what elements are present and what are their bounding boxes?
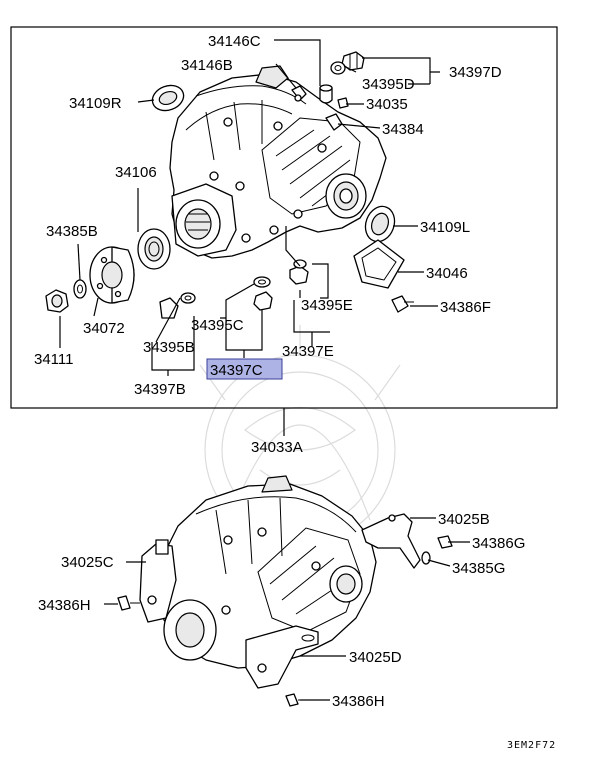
callout-34386h-left[interactable]: 34386H — [38, 597, 91, 614]
callout-34386h-bottom[interactable]: 34386H — [332, 693, 385, 710]
callout-34386g[interactable]: 34386G — [472, 535, 525, 552]
callout-34146c[interactable]: 34146C — [208, 33, 261, 50]
washer-34395d — [330, 61, 346, 75]
callout-34035[interactable]: 34035 — [366, 96, 408, 113]
callout-34385b[interactable]: 34385B — [46, 223, 98, 240]
plug-34397b — [159, 297, 179, 319]
callout-34397b[interactable]: 34397B — [134, 381, 186, 398]
bolt-34386h-left — [117, 595, 140, 611]
oil-seal-34109l — [364, 205, 396, 243]
callout-34025d[interactable]: 34025D — [349, 649, 402, 666]
callout-34397c[interactable]: 34397C — [210, 362, 263, 379]
callout-34395e[interactable]: 34395E — [301, 297, 353, 314]
callout-34386f[interactable]: 34386F — [440, 299, 491, 316]
callout-34109r[interactable]: 34109R — [69, 95, 122, 112]
nut-34111 — [45, 289, 69, 313]
differential-carrier-housing — [169, 65, 387, 259]
oil-seal-34106 — [137, 228, 171, 270]
callout-34106[interactable]: 34106 — [115, 164, 157, 181]
callout-34033a[interactable]: 34033A — [251, 439, 303, 456]
bolt-34386f — [391, 295, 414, 313]
oil-seal-34109r — [151, 84, 185, 112]
washer-34395b — [180, 292, 196, 304]
bracket-34025c — [139, 539, 177, 623]
callout-34395c[interactable]: 34395C — [191, 317, 244, 334]
companion-flange-34072 — [89, 246, 135, 304]
callout-34384[interactable]: 34384 — [382, 121, 424, 138]
screw-34035 — [337, 97, 349, 109]
plug-34397e — [289, 265, 309, 285]
callout-34109l[interactable]: 34109L — [420, 219, 470, 236]
leader-lines-top — [59, 39, 440, 436]
breather-34146b — [291, 85, 307, 102]
washer-34395c — [253, 276, 271, 288]
callout-34397e[interactable]: 34397E — [282, 343, 334, 360]
plug-34397d — [341, 51, 365, 71]
leader-lines-bottom — [104, 517, 470, 701]
callout-34025b[interactable]: 34025B — [438, 511, 490, 528]
callout-34385g[interactable]: 34385G — [452, 560, 505, 577]
washer-34385g — [421, 551, 431, 565]
callout-labels: 34146C 34146B 34395D 34397D 34109R 34035… — [34, 33, 525, 710]
callout-34072[interactable]: 34072 — [83, 320, 125, 337]
callout-34395b[interactable]: 34395B — [143, 339, 195, 356]
cover-gasket-34046 — [353, 239, 405, 289]
callout-34397d[interactable]: 34397D — [449, 64, 502, 81]
carrier-with-mounts — [157, 475, 377, 669]
callout-34111[interactable]: 34111 — [34, 351, 74, 368]
bracket-34025d — [245, 625, 319, 689]
breather-plug-34146c — [319, 84, 333, 104]
callout-34046[interactable]: 34046 — [426, 265, 468, 282]
highlight-34397c — [206, 358, 283, 380]
washer-34385b — [73, 279, 87, 299]
plug-34397c — [253, 291, 273, 311]
bolt-34386h-bottom — [285, 693, 306, 707]
bracket-34025b — [361, 513, 421, 569]
callout-34146b[interactable]: 34146B — [181, 57, 233, 74]
diagram-code: 3EM2F72 — [507, 740, 556, 751]
callout-34395d[interactable]: 34395D — [362, 76, 415, 93]
callout-34025c[interactable]: 34025C — [61, 554, 114, 571]
